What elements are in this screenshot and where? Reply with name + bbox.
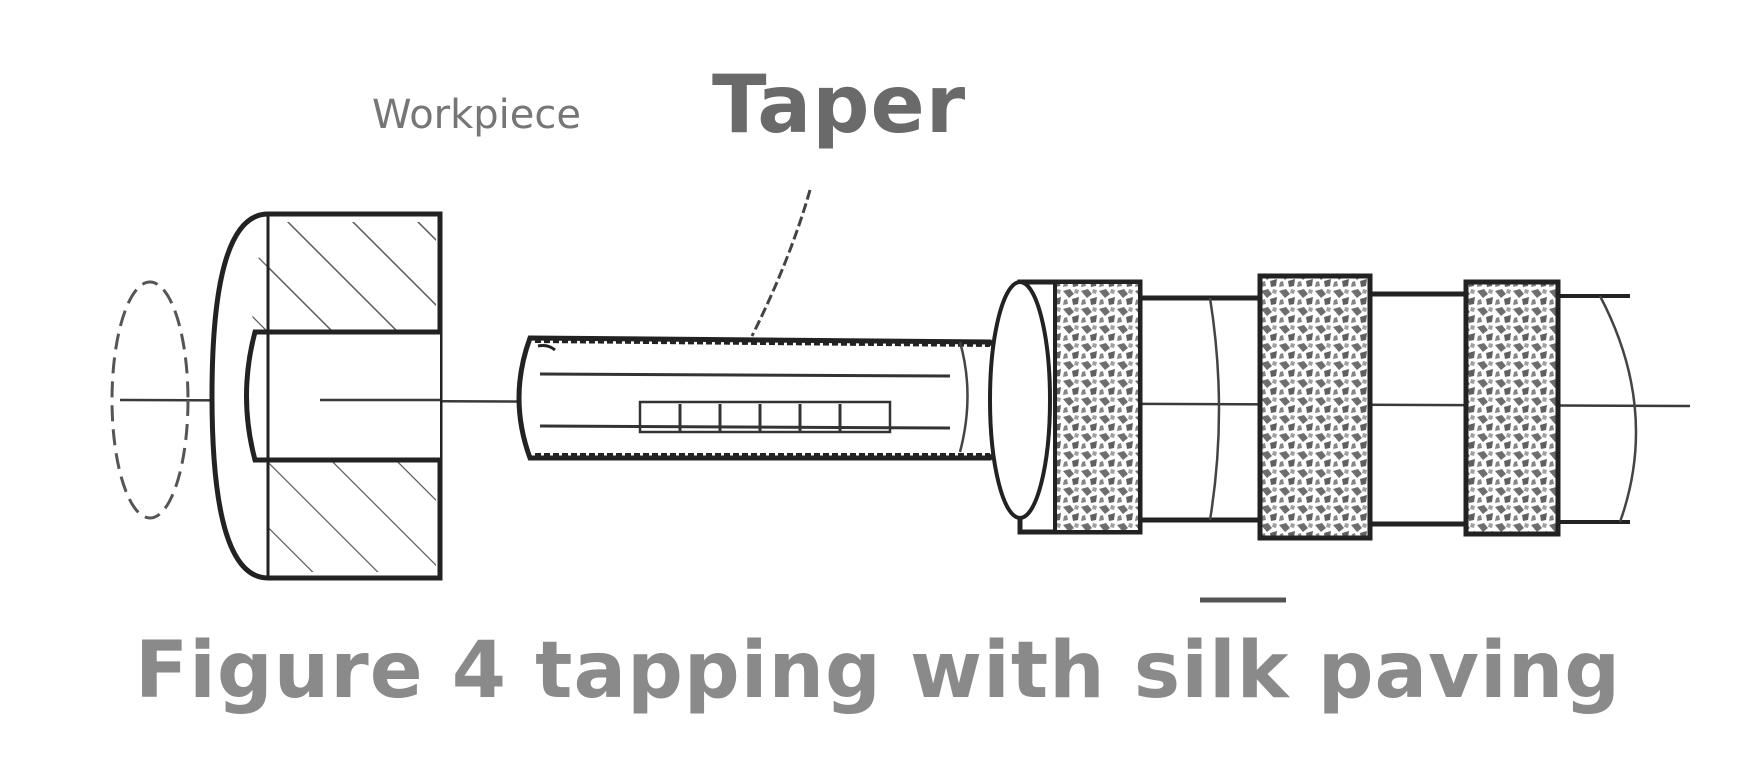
taper-pointer <box>750 189 812 337</box>
tap-wrench <box>988 273 1638 541</box>
tap-tool <box>516 335 1030 461</box>
figure-caption: Figure 4 tapping with silk paving <box>134 626 1622 716</box>
taper-label: Taper <box>712 58 967 151</box>
workpiece-label: Workpiece <box>372 92 582 138</box>
rotation-ellipse <box>110 280 190 520</box>
workpiece-block <box>209 211 443 581</box>
